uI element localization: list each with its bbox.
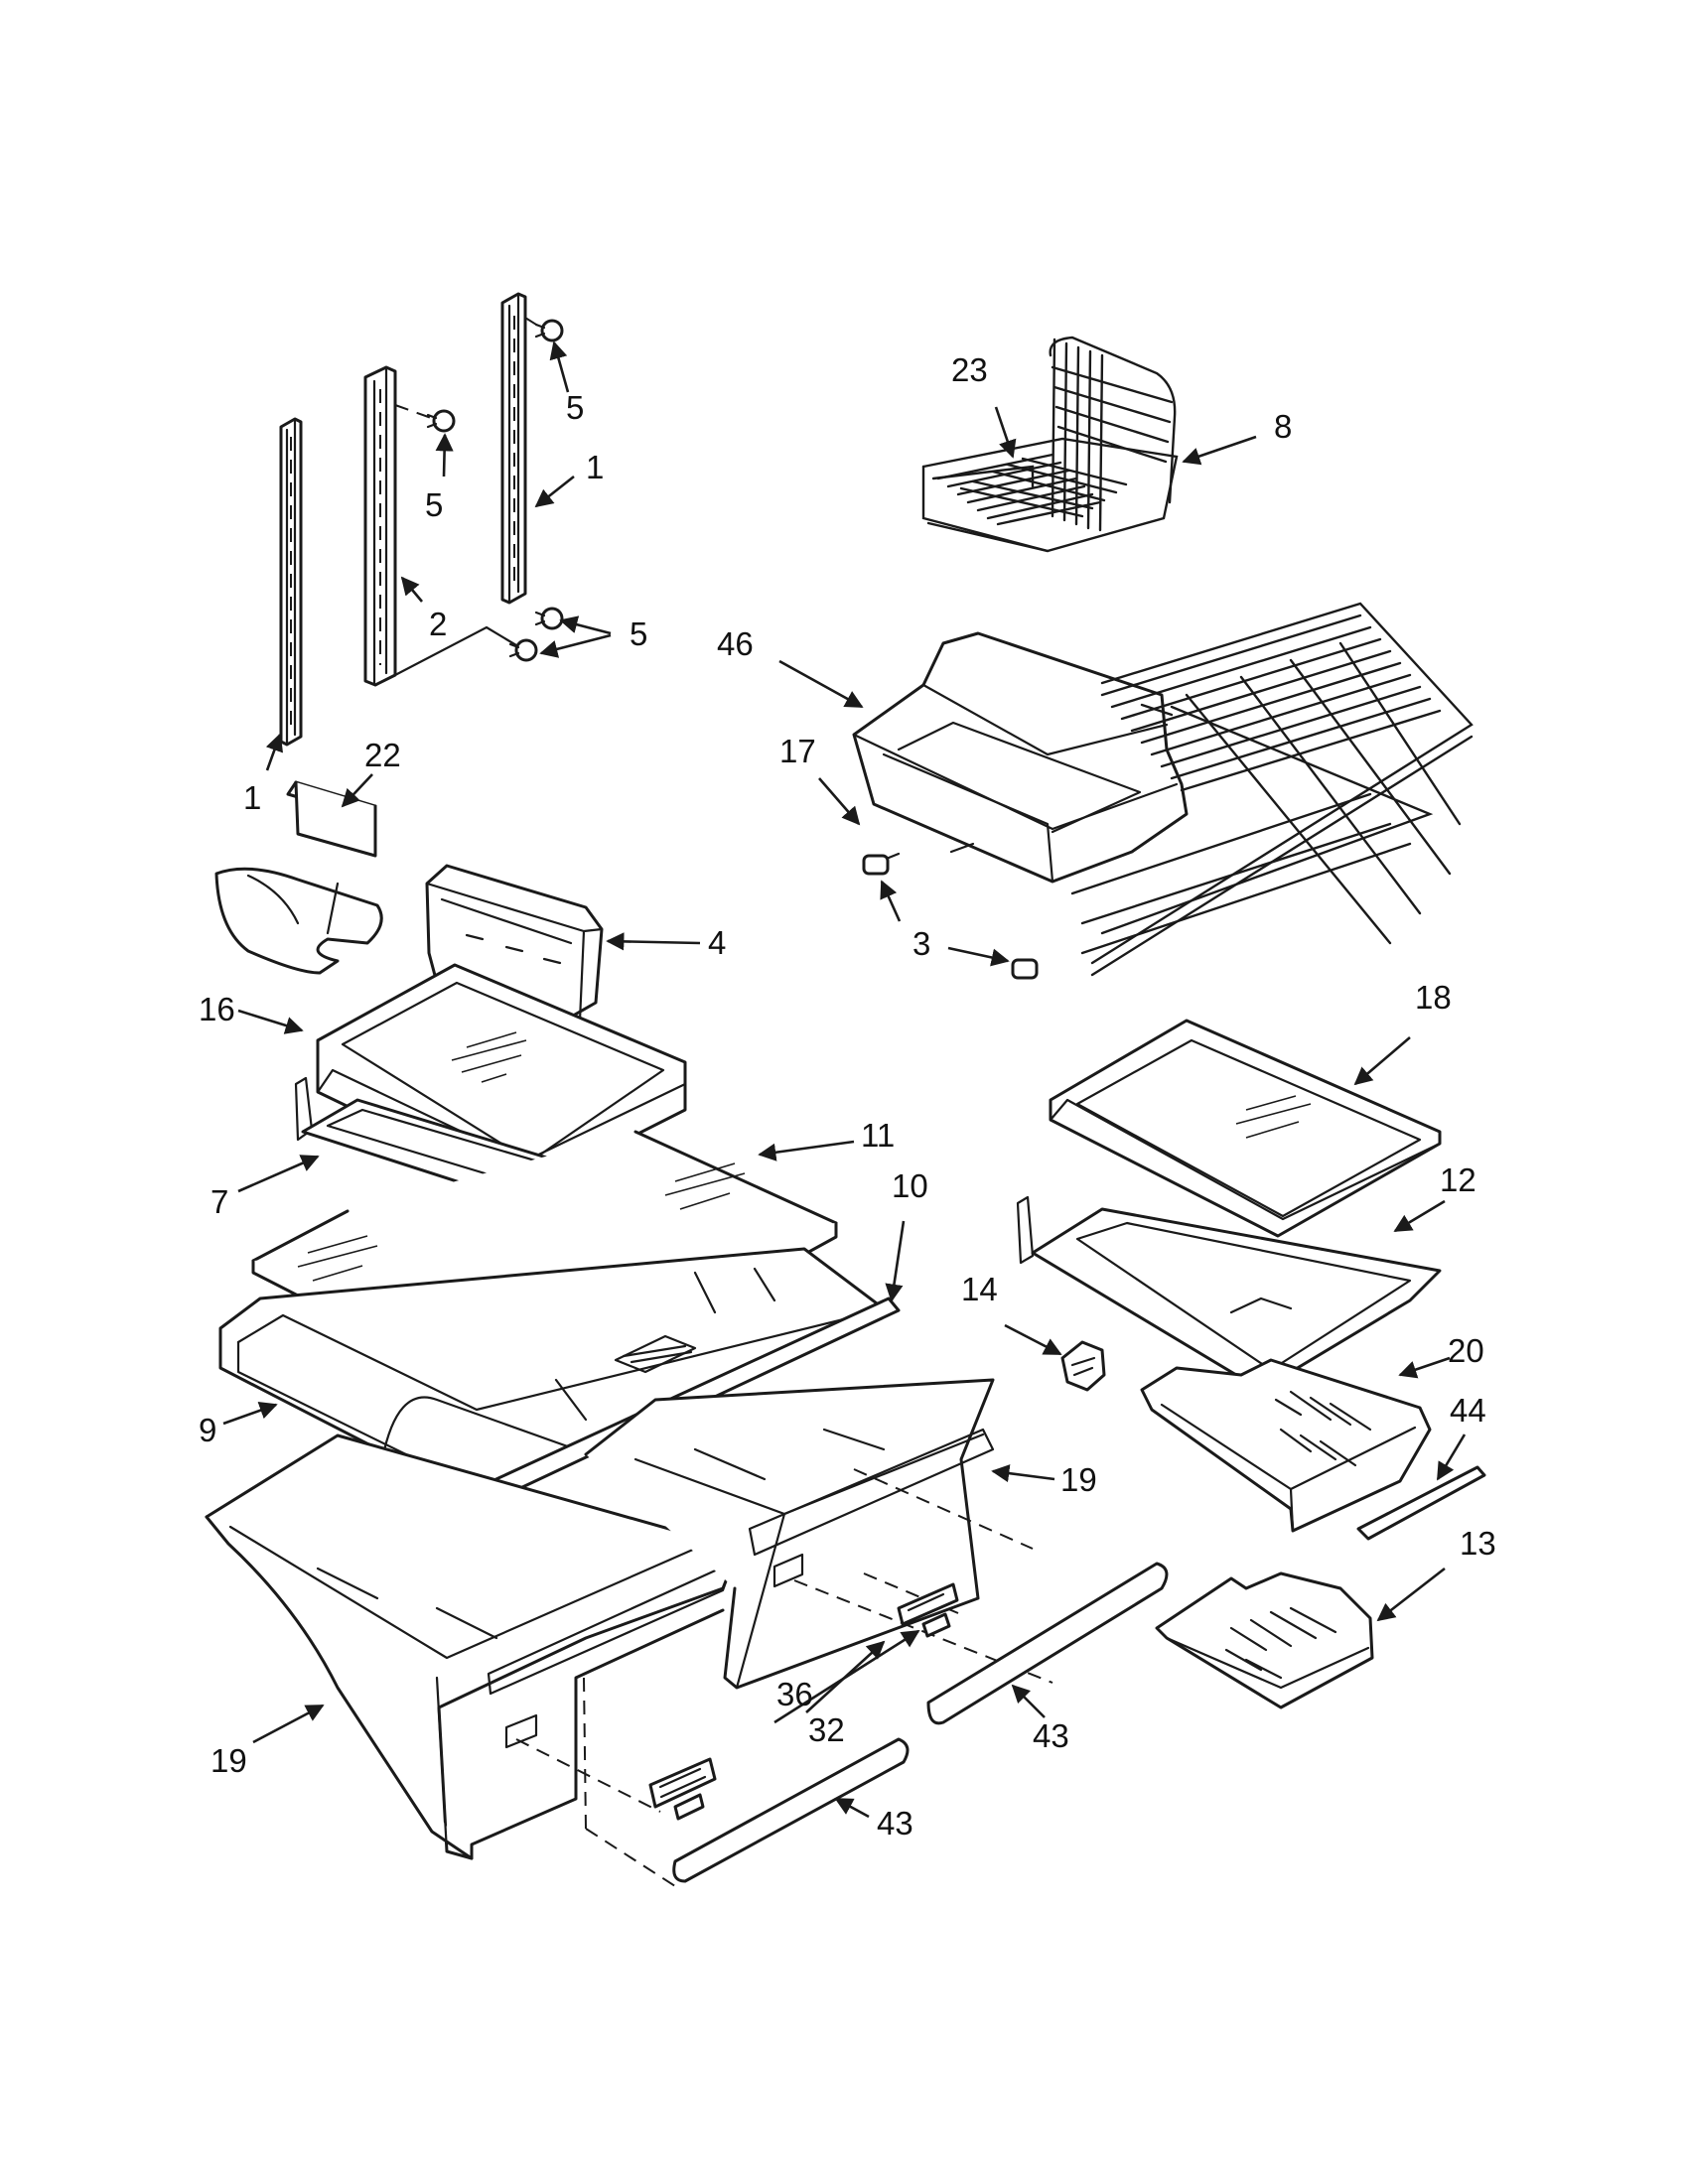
callout-label: 43: [1033, 1717, 1069, 1754]
callout-label: 19: [210, 1742, 247, 1779]
callout-label: 5: [425, 486, 443, 523]
callout-labels: 5 5 1 2 5 1 22 23 8 46 17 3 4 16 18 11 1…: [199, 351, 1496, 1842]
pan-insert: [1155, 1571, 1374, 1709]
callout-label: 36: [776, 1676, 813, 1712]
screw-icon: [534, 607, 564, 630]
shelf-peg-icon: [862, 854, 1039, 980]
callout-label: 1: [243, 779, 261, 816]
callout-label: 32: [808, 1711, 845, 1748]
callout-label: 11: [861, 1117, 895, 1154]
callout-label: 23: [951, 351, 988, 388]
screw-icon: [394, 404, 456, 433]
leader-lines: [222, 341, 1467, 1819]
clip-icon: [1060, 1340, 1106, 1392]
glass-shelf-right: [1049, 1019, 1442, 1238]
callout-label: 13: [1460, 1525, 1496, 1562]
shelf-frame-right: [1016, 1195, 1442, 1392]
drawer-trim-rail: [672, 1562, 1169, 1883]
callout-label: 44: [1450, 1392, 1486, 1429]
pan-trim-strip: [1356, 1465, 1486, 1541]
callout-label: 19: [1060, 1461, 1097, 1498]
crisper-drawer-left: [205, 1433, 737, 1860]
callout-label: 2: [429, 606, 447, 642]
callout-label: 5: [566, 389, 584, 426]
wire-shelf: [1070, 602, 1474, 977]
callout-label: 5: [630, 615, 647, 652]
callout-label: 4: [708, 924, 726, 961]
shelf-rail-left: [279, 417, 303, 747]
crisper-drawer-right: [584, 1378, 995, 1690]
callout-label: 10: [892, 1167, 928, 1204]
callout-label: 18: [1415, 979, 1452, 1016]
callout-label: 16: [199, 991, 235, 1027]
callout-label: 9: [199, 1412, 216, 1448]
screw-icon: [393, 625, 538, 677]
deli-bin: [852, 631, 1189, 884]
callout-label: 43: [877, 1805, 913, 1842]
callout-label: 1: [586, 449, 604, 485]
callout-label: 17: [779, 733, 816, 769]
callout-label: 12: [1440, 1161, 1476, 1198]
callout-label: 14: [961, 1271, 998, 1307]
shelf-rail-right: [500, 292, 527, 605]
screw-icon: [524, 317, 564, 342]
callout-label: 46: [717, 625, 754, 662]
utility-bracket: [214, 780, 383, 975]
callout-label: 22: [364, 737, 401, 773]
meat-pan: [1140, 1358, 1432, 1533]
callout-label: 7: [210, 1183, 228, 1220]
drawer-slide-clip: [648, 1582, 959, 1821]
callout-label: 8: [1274, 408, 1292, 445]
callout-label: 3: [912, 925, 930, 962]
wire-basket: [921, 336, 1179, 553]
callout-label: 20: [1448, 1332, 1484, 1369]
shelf-rail-center: [363, 365, 397, 687]
